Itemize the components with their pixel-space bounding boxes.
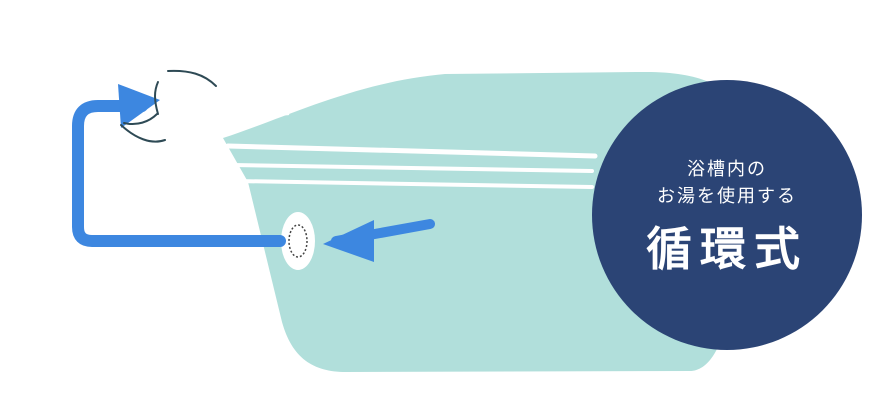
badge-line-2: お湯を使用する bbox=[657, 186, 797, 207]
circulation-port-icon bbox=[281, 212, 315, 270]
badge-title: 循環式 bbox=[646, 222, 808, 276]
shower-head-icon bbox=[120, 69, 217, 143]
intake-port bbox=[281, 212, 315, 270]
intake-arrow-head bbox=[323, 220, 374, 262]
circulation-pipe bbox=[72, 100, 286, 247]
rim-accent bbox=[225, 103, 295, 136]
bathtub bbox=[223, 71, 730, 372]
rim-accent-inner bbox=[243, 112, 290, 128]
port-inner-ring bbox=[288, 224, 308, 258]
system-badge: 浴槽内の お湯を使用する 循環式 bbox=[592, 80, 862, 350]
water-line-1 bbox=[230, 163, 594, 173]
badge-line-1: 浴槽内の bbox=[687, 159, 767, 180]
return-arrow-head bbox=[118, 84, 160, 128]
water-line-2 bbox=[234, 179, 594, 189]
bathtub-rim bbox=[225, 143, 598, 159]
